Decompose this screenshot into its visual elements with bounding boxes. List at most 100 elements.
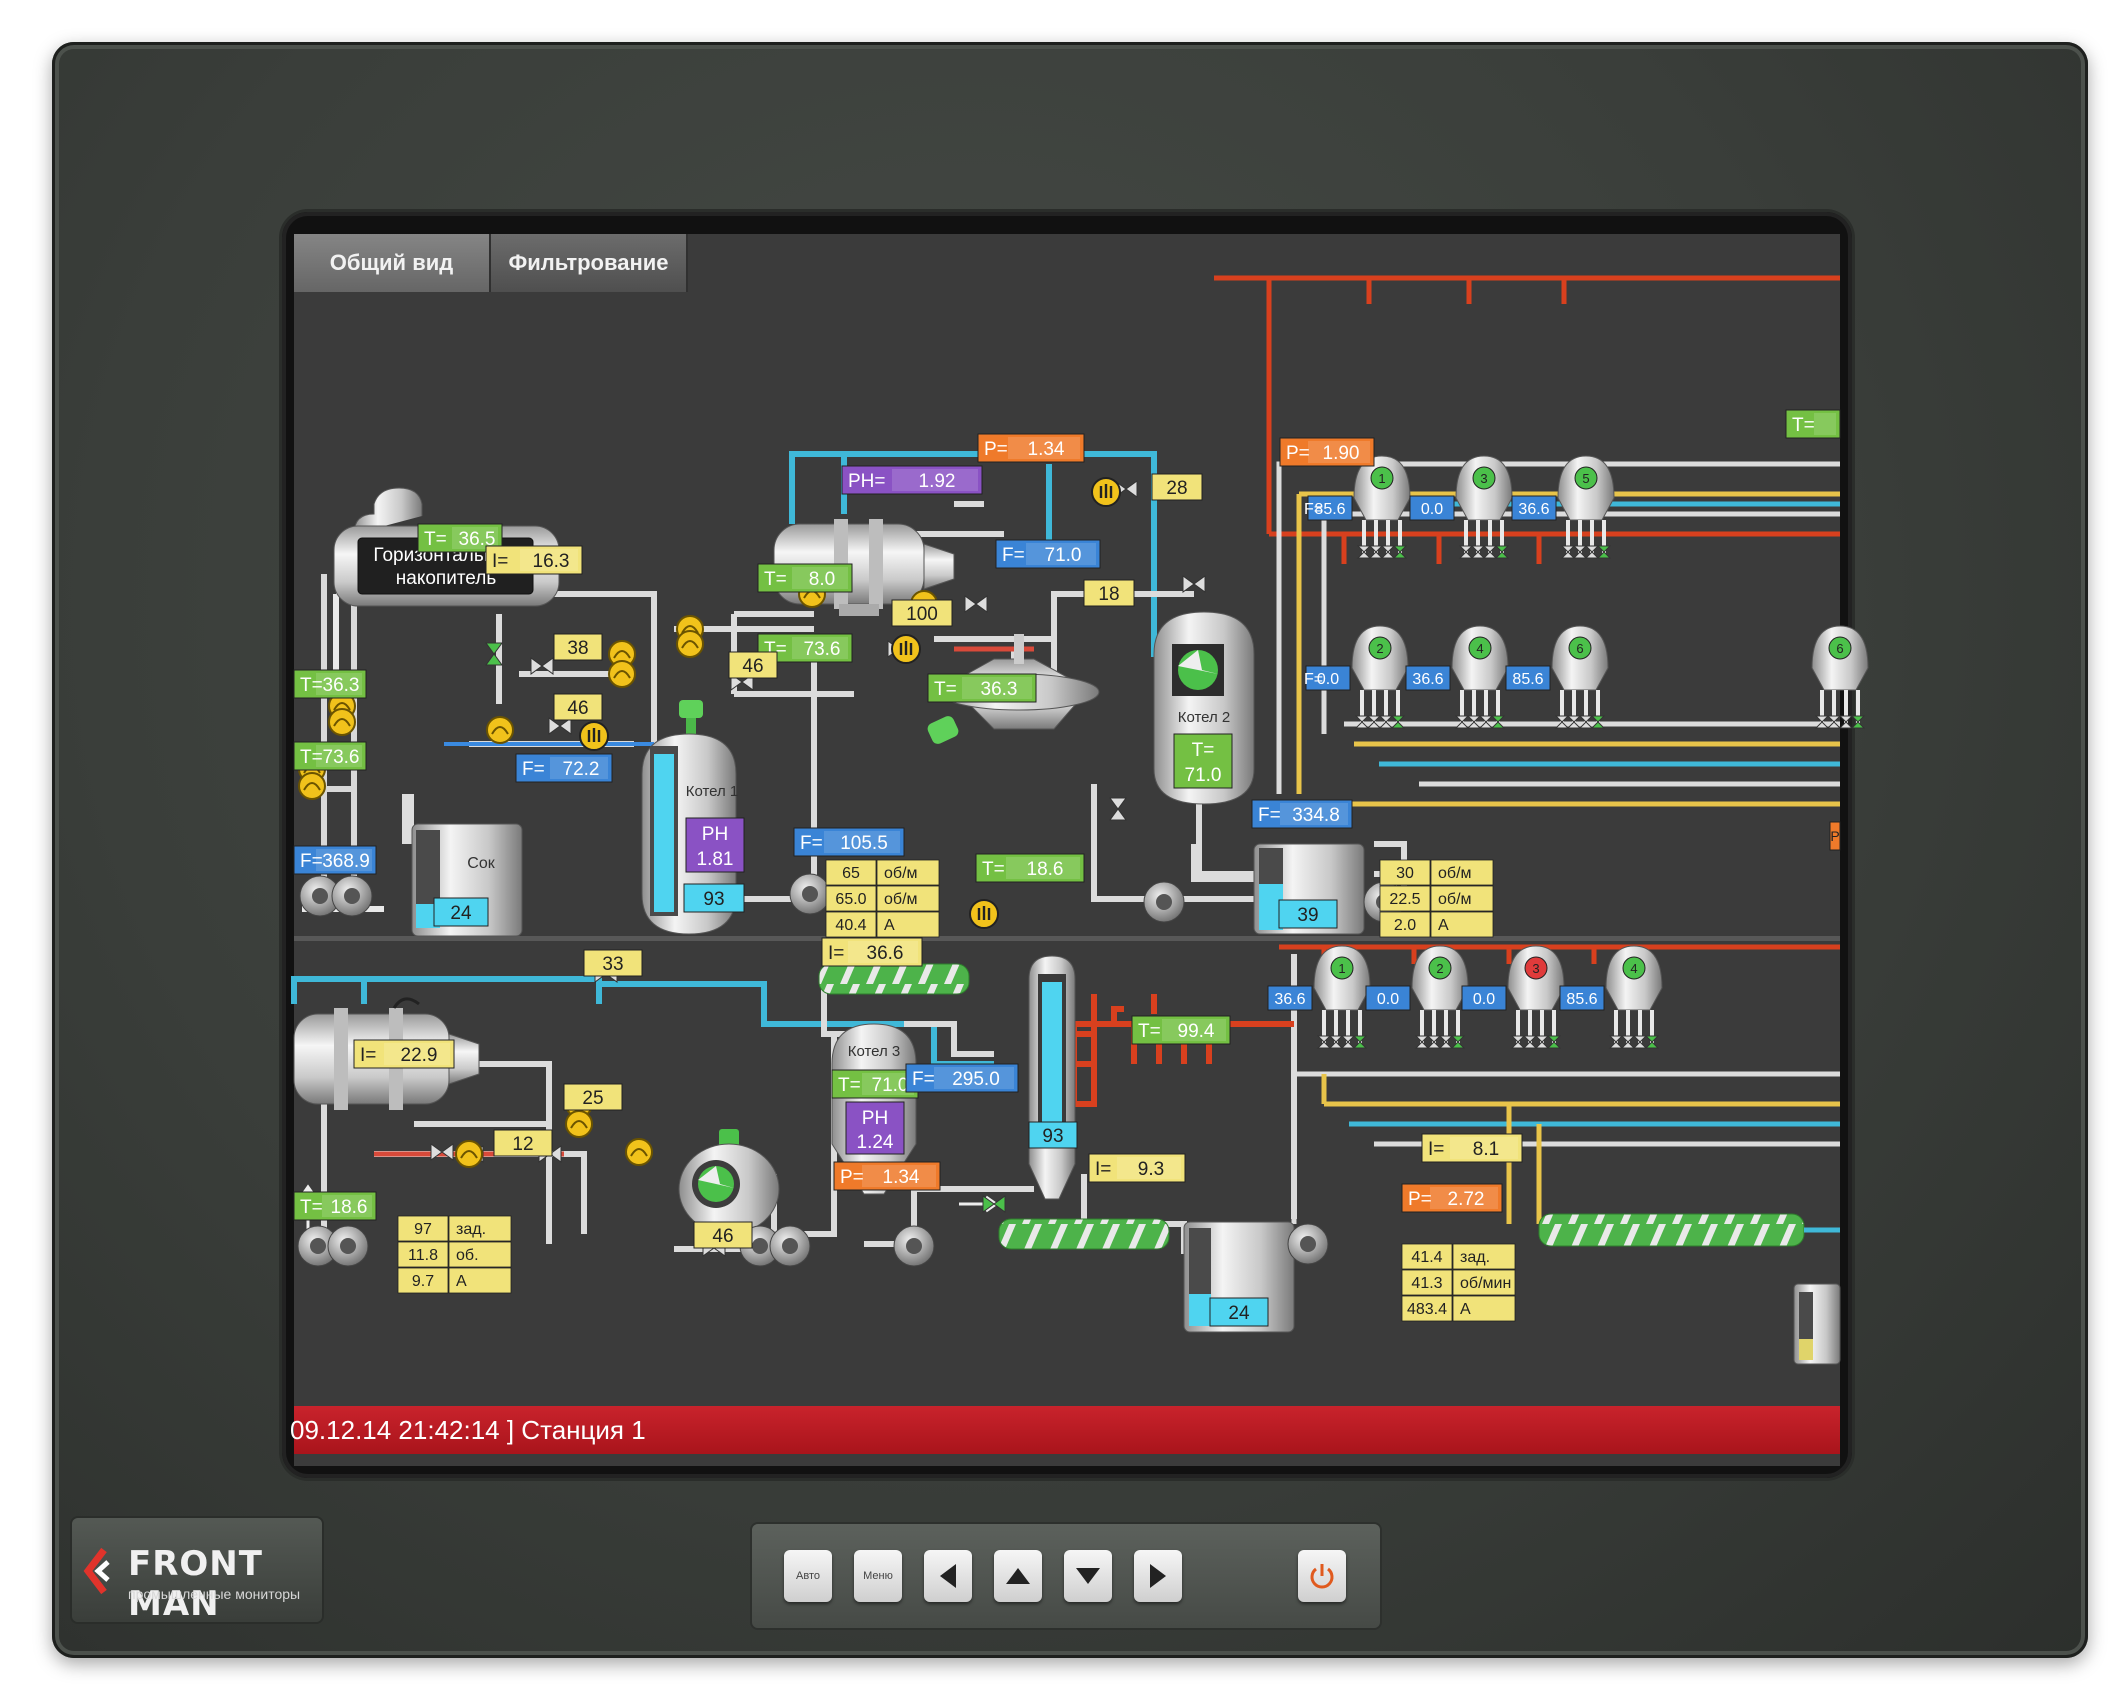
boiler-2-temperature: T=71.0 (1173, 733, 1233, 789)
label-value: 36.5 (459, 529, 496, 550)
label-value: P (1830, 828, 1839, 844)
label-value: 73.6 (804, 639, 841, 660)
heater-icon[interactable] (565, 1110, 593, 1138)
arrow-down-icon (1076, 1568, 1100, 1584)
reactor-unit[interactable]: 436.6 (1405, 625, 1509, 729)
power-button[interactable] (1298, 1550, 1346, 1602)
valve-value-28: 28 (1151, 473, 1203, 501)
down-arrow-button[interactable] (1064, 1550, 1112, 1602)
table-cell: А (1460, 1301, 1471, 1318)
svg-text:1.24: 1.24 (857, 1132, 894, 1153)
valve-icon[interactable] (1182, 575, 1206, 593)
boiler-1-level: 93 (683, 883, 745, 913)
valve-value-18: 18 (1083, 579, 1135, 607)
tab-filtering[interactable]: Фильтрование (491, 234, 688, 292)
reactor-number: 3 (1480, 471, 1487, 486)
heater-icon[interactable] (676, 630, 704, 658)
right-arrow-button[interactable] (1134, 1550, 1182, 1602)
pump-icon[interactable] (893, 1225, 935, 1267)
label-value: 46 (712, 1226, 733, 1247)
table-cell: 65 (842, 865, 860, 882)
pipe (1321, 1074, 1840, 1107)
reactor-unit[interactable]: 20.0 (1305, 625, 1409, 729)
readout-f-368-9: F=368.9 (293, 845, 377, 875)
table-cell: 9.7 (412, 1273, 434, 1290)
reactor-unit[interactable]: 30.0 (1409, 455, 1513, 559)
reactor-unit[interactable]: 536.6 (1511, 455, 1615, 559)
valve-value-46a: 46 (553, 693, 603, 721)
valve-icon[interactable] (1109, 797, 1127, 821)
label-key: T= (982, 859, 1005, 880)
menu-button[interactable]: Меню (854, 1550, 902, 1602)
pipe (1291, 1071, 1840, 1224)
manual-mode-icon[interactable] (1091, 477, 1121, 507)
pump-icon[interactable] (1287, 1223, 1329, 1265)
pump-icon[interactable] (1143, 881, 1185, 923)
manual-mode-icon[interactable] (579, 721, 609, 751)
readout-i-22-9: I=22.9 (353, 1039, 455, 1069)
brand-name: FRONT MAN (128, 1544, 263, 1624)
screw-conveyor-1[interactable] (818, 963, 970, 995)
valve-icon[interactable] (982, 1195, 1006, 1213)
reactor-unit[interactable]: 136.6 (1267, 945, 1371, 1049)
reactor-unit[interactable]: 6 (1811, 625, 1869, 729)
valve-icon[interactable] (430, 1143, 454, 1161)
screw-conveyor-3[interactable] (1538, 1213, 1805, 1247)
auto-button[interactable]: Авто (784, 1550, 832, 1602)
reactor-unit[interactable]: 20.0 (1365, 945, 1469, 1049)
valve-icon[interactable] (964, 595, 988, 613)
pump-icon[interactable] (789, 873, 831, 915)
reactor-number: 5 (1582, 471, 1589, 486)
pump-icon[interactable] (297, 1225, 339, 1267)
reactor-unit[interactable]: 485.6 (1559, 945, 1663, 1049)
readout-t-36-5: T=36.5 (417, 523, 503, 553)
heater-icon[interactable] (486, 716, 514, 744)
pump-icon[interactable] (331, 875, 373, 917)
up-arrow-button[interactable] (994, 1550, 1042, 1602)
left-arrow-button[interactable] (924, 1550, 972, 1602)
table-cell: 97 (414, 1221, 432, 1238)
reactor-flow-value: 85.6 (1512, 671, 1543, 688)
valve-value-46b: 46 (728, 651, 778, 679)
arrow-right-icon (1150, 1564, 1166, 1588)
readout-p-1-34b: P=1.34 (833, 1161, 941, 1191)
label-value: 1.92 (919, 471, 956, 492)
tab-general-view[interactable]: Общий вид (294, 234, 491, 292)
label-value: 22.9 (401, 1045, 438, 1066)
reactor-number: 2 (1436, 961, 1443, 976)
label-value: 93 (1042, 1126, 1063, 1147)
screw-conveyor-2[interactable] (998, 1218, 1170, 1250)
label-value: 71.0 (872, 1075, 909, 1096)
reactor-unit[interactable]: 685.6 (1505, 625, 1609, 729)
reactor-unit[interactable]: 30.0 (1461, 945, 1565, 1049)
label-value: 16.3 (533, 551, 570, 572)
mixer-tank[interactable] (678, 1129, 780, 1235)
distillation-column[interactable] (1028, 955, 1076, 1200)
heater-icon[interactable] (625, 1138, 653, 1166)
readout-i-8-1: I=8.1 (1421, 1133, 1523, 1163)
heater-icon[interactable] (298, 772, 326, 800)
reactor-unit[interactable]: 185.6 (1307, 455, 1411, 559)
manual-mode-icon[interactable] (891, 634, 921, 664)
valve-icon[interactable] (530, 657, 554, 675)
heater-icon[interactable] (328, 708, 356, 736)
readout-t-36-3: T=36.3 (293, 669, 367, 699)
label-key: T= (300, 1197, 323, 1218)
heater-icon[interactable] (608, 660, 636, 688)
heater-icon[interactable] (455, 1140, 483, 1168)
tab-bar: Общий вид Фильтрование (294, 234, 688, 292)
label-key: T= (300, 675, 323, 696)
manual-mode-icon[interactable] (969, 899, 999, 929)
valve-icon[interactable] (485, 642, 503, 666)
label-key: P= (1286, 443, 1310, 464)
reactor-number: 6 (1576, 641, 1583, 656)
pump-icon[interactable] (769, 1225, 811, 1267)
label-value: 28 (1166, 478, 1187, 499)
status-text: 09.12.14 21:42:14 ] Станция 1 (290, 1414, 646, 1445)
label-value: 36.6 (867, 943, 904, 964)
pump-icon[interactable] (327, 1225, 369, 1267)
label-value: 18.6 (331, 1197, 368, 1218)
label-key: T= (1792, 415, 1815, 436)
readout-t-18-6: T=18.6 (975, 853, 1085, 883)
